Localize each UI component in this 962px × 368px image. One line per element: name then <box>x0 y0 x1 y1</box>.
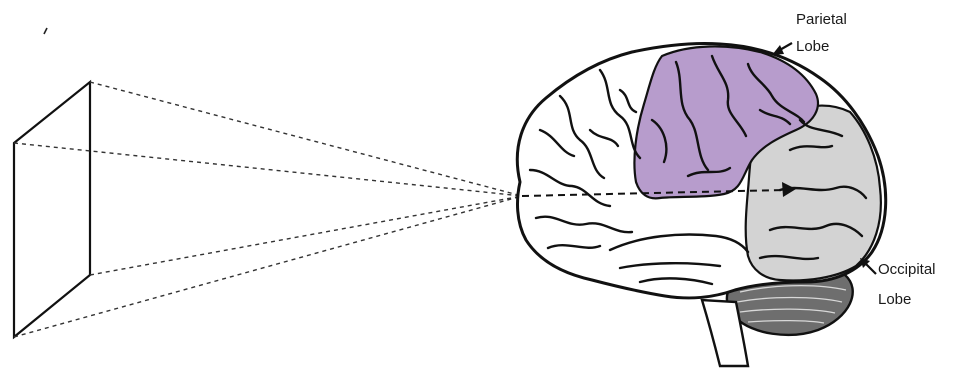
arrow-down-left-icon <box>772 43 792 55</box>
viewing-plane <box>14 82 90 337</box>
brain-illustration <box>517 43 885 366</box>
parietal-label-line2: Lobe <box>796 37 829 56</box>
parietal-label-line1: Parietal <box>796 10 847 29</box>
stray-mark <box>44 28 47 34</box>
arrow-up-left-icon <box>860 258 876 274</box>
projection-line <box>90 196 522 275</box>
occipital-label-line2: Lobe <box>878 290 911 309</box>
projection-line <box>90 82 522 196</box>
occipital-label-line1: Occipital <box>878 260 936 279</box>
